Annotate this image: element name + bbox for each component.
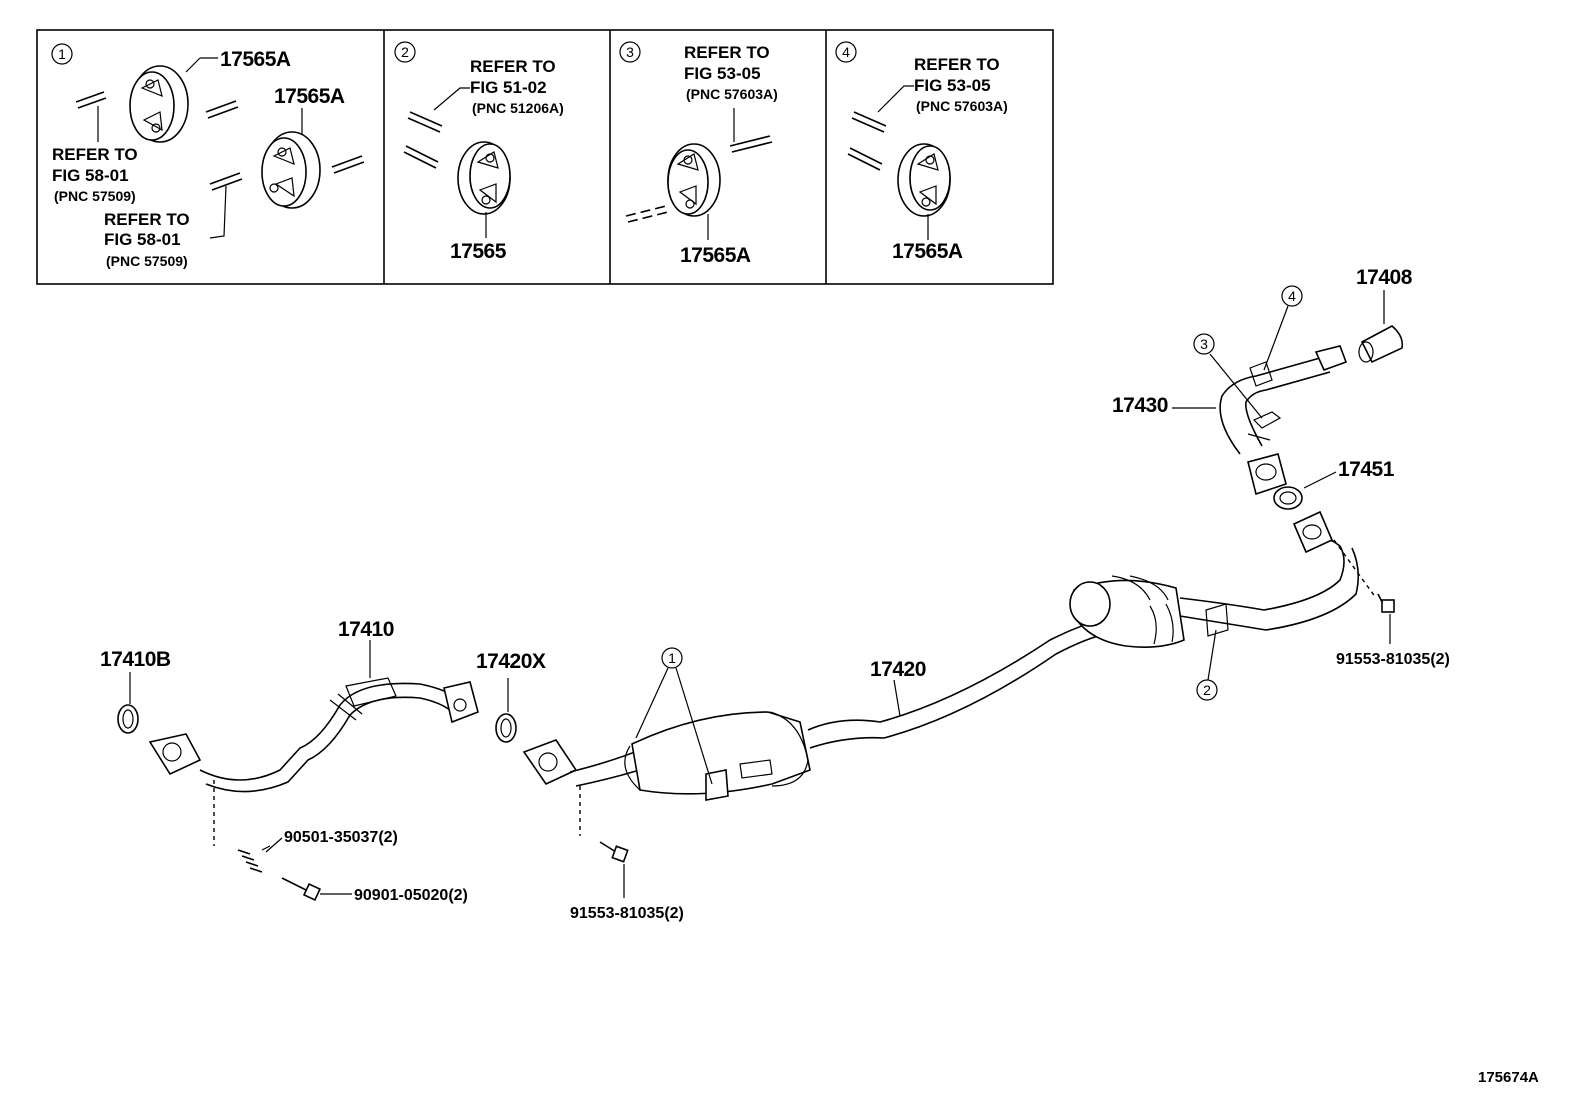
inset-2: 2 17565 REFER TO FIG 51-02 (PNC 51206A): [394, 41, 564, 263]
diagram-id: 175674A: [1478, 1069, 1539, 1086]
inset-2-part: 17565: [450, 240, 507, 263]
callout-4: 4: [1288, 288, 1296, 304]
hanger-rod: [729, 135, 773, 153]
inset-1: 1 17565A 17565A REFER TO FIG 58-01: [51, 43, 365, 269]
hanger-rod: [205, 100, 239, 119]
callout-2-circle: [1196, 679, 1218, 701]
part-label-17430: 17430: [1112, 394, 1168, 417]
front-exhaust-pipe: [148, 677, 479, 793]
rubber-hanger: [667, 143, 721, 217]
inset-2-number: 2: [401, 44, 409, 60]
inset-1-number-circle: [51, 43, 73, 65]
inset-2-refer-pnc: (PNC 51206A): [472, 100, 564, 116]
inset-1-refer-1: REFER TO: [52, 145, 138, 164]
callout-3: 3: [1200, 336, 1208, 352]
inset-4-refer: REFER TO: [914, 55, 1000, 74]
part-label-17410: 17410: [338, 618, 394, 641]
callout-1-circle: [661, 647, 683, 669]
part-label-17410b: 17410B: [100, 648, 171, 671]
inset-1-refer-2-pnc: (PNC 57509): [106, 253, 188, 269]
inset-3-part: 17565A: [680, 244, 751, 267]
inset-4-refer-pnc: (PNC 57603A): [916, 98, 1008, 114]
part-label-17408: 17408: [1356, 266, 1413, 289]
hanger-rod: [407, 111, 443, 133]
inset-2-refer: REFER TO: [470, 57, 556, 76]
part-label-17420x: 17420X: [476, 650, 546, 673]
inset-3-refer: REFER TO: [684, 43, 770, 62]
inset-3-refer-pnc: (PNC 57603A): [686, 86, 778, 102]
part-label-17420: 17420: [870, 658, 926, 681]
inset-3: 3 17565A REFER TO FIG 53-05 (PNC 57603A): [619, 41, 778, 267]
inset-3-number: 3: [626, 44, 634, 60]
hanger-rod: [403, 145, 439, 169]
part-label-bolt-front2: 90901-05020(2): [354, 887, 468, 904]
tail-pipe: [1219, 345, 1348, 496]
inset-1-refer-2-fig: FIG 58-01: [104, 230, 181, 249]
inset-4-number: 4: [842, 44, 850, 60]
callout-2: 2: [1203, 682, 1211, 698]
rubber-hanger: [897, 143, 951, 217]
inset-1-part-a: 17565A: [220, 48, 291, 71]
hanger-rod: [847, 147, 883, 171]
gasket-ring: [495, 713, 517, 743]
inset-1-refer-2: REFER TO: [104, 210, 190, 229]
hanger-rod: [209, 172, 243, 191]
center-exhaust-pipe: [522, 510, 1360, 801]
bolt-icon: [1377, 593, 1395, 613]
inset-2-refer-fig: FIG 51-02: [470, 78, 547, 97]
inset-4-number-circle: [835, 41, 857, 63]
callout-4-circle: [1281, 285, 1303, 307]
inset-2-number-circle: [394, 41, 416, 63]
inset-1-refer-1-fig: FIG 58-01: [52, 166, 129, 185]
hanger-rod: [75, 91, 107, 109]
tail-pipe-tip: [1358, 325, 1404, 364]
inset-3-refer-fig: FIG 53-05: [684, 64, 761, 83]
inset-4-part: 17565A: [892, 240, 963, 263]
part-label-bolt-front: 90501-35037(2): [284, 829, 398, 846]
rubber-hanger: [457, 141, 511, 215]
callout-1: 1: [668, 650, 676, 666]
gasket-ring: [1273, 486, 1303, 510]
inset-panel: [36, 29, 1054, 285]
rubber-hanger: [261, 131, 321, 209]
gasket-ring: [117, 704, 139, 734]
inset-4-refer-fig: FIG 53-05: [914, 76, 991, 95]
inset-1-number: 1: [58, 46, 66, 62]
inset-1-part-b: 17565A: [274, 85, 345, 108]
rubber-hanger: [129, 65, 189, 143]
hanger-rod: [331, 155, 365, 174]
hanger-rod: [625, 205, 669, 223]
inset-4: 4 17565A REFER TO FIG 53-05 (PNC 57603A): [835, 41, 1008, 263]
hanger-rod: [851, 111, 887, 133]
callout-3-circle: [1193, 333, 1215, 355]
part-label-17451: 17451: [1338, 458, 1395, 481]
spring-bolt-icon: [237, 849, 263, 873]
bolt-icon: [281, 877, 322, 902]
inset-3-number-circle: [619, 41, 641, 63]
part-label-bolt-mid: 91553-81035(2): [570, 905, 684, 922]
bolt-icon: [599, 841, 629, 863]
part-label-bolt-rear: 91553-81035(2): [1336, 651, 1450, 668]
inset-1-refer-1-pnc: (PNC 57509): [54, 188, 136, 204]
